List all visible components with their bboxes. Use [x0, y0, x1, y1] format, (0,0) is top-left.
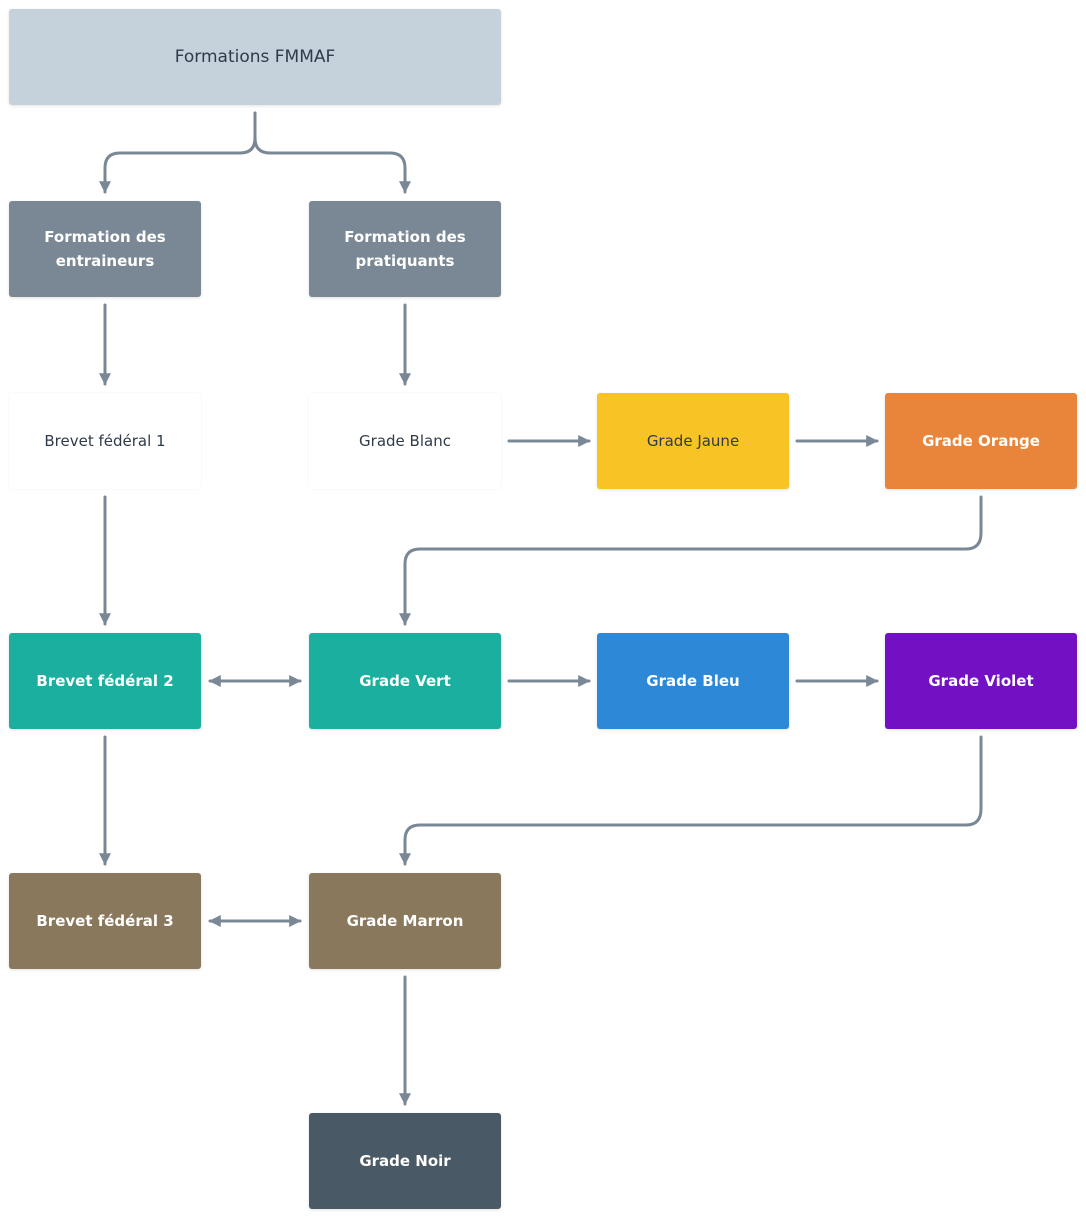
coaches-training-node: Formation des entraineurs [9, 201, 201, 297]
practitioners-training-node: Formation des pratiquants [309, 201, 501, 297]
connector-violet-marron [399, 735, 983, 866]
brevet-federal-1-node: Brevet fédéral 1 [9, 393, 201, 489]
root-node: Formations FMMAF [9, 9, 501, 105]
grade-blanc-node: Grade Blanc [309, 393, 501, 489]
grade-bleu-node: Grade Bleu [597, 633, 789, 729]
connector-orange-vert [399, 495, 983, 626]
grade-vert-node: Grade Vert [309, 633, 501, 729]
connector-root-coaches [99, 111, 257, 194]
grade-orange-node: Grade Orange [885, 393, 1077, 489]
grade-violet-node: Grade Violet [885, 633, 1077, 729]
brevet-federal-3-node: Brevet fédéral 3 [9, 873, 201, 969]
connector-root-practitioners [253, 111, 411, 194]
grade-jaune-node: Grade Jaune [597, 393, 789, 489]
brevet-federal-2-node: Brevet fédéral 2 [9, 633, 201, 729]
grade-noir-node: Grade Noir [309, 1113, 501, 1209]
grade-marron-node: Grade Marron [309, 873, 501, 969]
